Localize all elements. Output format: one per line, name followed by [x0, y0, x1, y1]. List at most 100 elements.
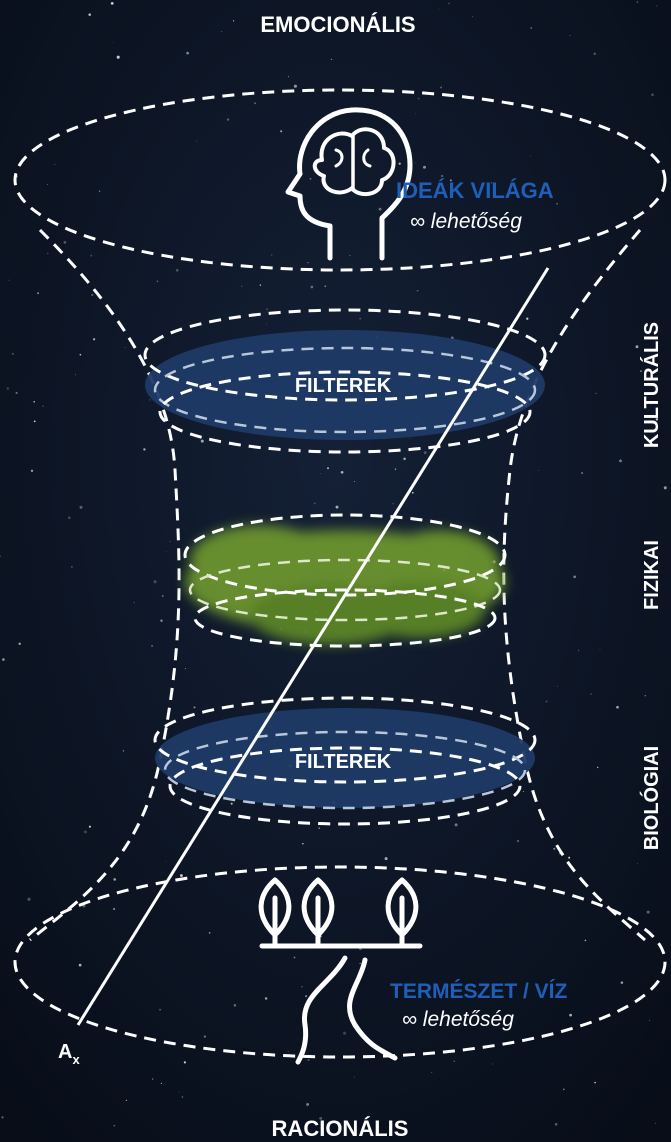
bottom-disc-ellipse: [13, 865, 667, 1059]
star: [6, 387, 10, 390]
star: [33, 401, 35, 403]
label-emocionalis: EMOCIONÁLIS: [260, 12, 415, 37]
star: [340, 470, 344, 474]
star: [42, 405, 44, 407]
star: [545, 700, 548, 703]
star: [306, 1102, 310, 1106]
star: [193, 706, 196, 709]
star: [71, 566, 73, 568]
star: [230, 802, 233, 805]
star: [522, 790, 524, 793]
star: [415, 162, 417, 164]
star: [431, 1072, 433, 1073]
river-line-2: [347, 957, 398, 1061]
star: [440, 174, 444, 178]
star: [241, 285, 243, 287]
star: [112, 42, 114, 44]
star: [342, 1031, 347, 1035]
star: [569, 35, 571, 36]
star: [113, 1124, 116, 1127]
star: [307, 1058, 310, 1062]
star: [359, 317, 361, 320]
star: [179, 874, 183, 877]
star: [651, 93, 654, 97]
bottom-disc-title: TERMÉSZET / VÍZ: [390, 980, 568, 1003]
star: [573, 575, 577, 579]
top-disc-subtitle: ∞ lehetőség: [410, 210, 522, 233]
star: [232, 20, 235, 22]
star: [54, 163, 56, 165]
star: [454, 823, 458, 827]
star: [620, 981, 624, 984]
star: [175, 269, 179, 272]
lower-filter-ring-mid: [163, 730, 527, 810]
lower-filter-ring-top: [153, 696, 537, 784]
star: [663, 486, 667, 490]
bottom-disc-subtitle: ∞ lehetőség: [402, 1008, 514, 1031]
green-ring-bottom: [193, 588, 497, 648]
star: [384, 857, 388, 861]
star: [398, 162, 401, 165]
lower-filter-layer: FILTEREK: [153, 696, 537, 826]
star: [569, 1013, 572, 1017]
star: [529, 155, 532, 157]
river-line-1: [295, 955, 348, 1065]
star: [320, 473, 322, 474]
star: [208, 932, 211, 934]
star: [640, 370, 642, 372]
physical-green-layer: [183, 513, 507, 648]
star: [581, 472, 583, 474]
star: [149, 399, 151, 401]
star: [75, 374, 77, 376]
star: [335, 505, 339, 509]
star: [562, 1088, 565, 1091]
star: [371, 26, 373, 29]
star: [577, 649, 580, 652]
funnel-left-edge: [29, 228, 181, 942]
star: [301, 985, 303, 988]
star: [440, 997, 442, 999]
star: [110, 2, 114, 5]
star: [590, 693, 592, 695]
star: [1, 1116, 4, 1119]
star: [359, 962, 361, 965]
star: [196, 140, 198, 142]
star: [79, 353, 82, 356]
star: [203, 1035, 206, 1038]
funnel-right-edge: [502, 229, 646, 942]
star: [264, 997, 268, 1000]
star: [637, 863, 639, 864]
star: [221, 31, 223, 32]
star: [8, 279, 10, 281]
star: [530, 27, 533, 29]
star: [0, 555, 1, 558]
star: [415, 113, 417, 115]
star: [594, 1081, 596, 1084]
star: [68, 516, 71, 520]
star: [305, 995, 308, 998]
axis-label-main: A: [58, 1041, 72, 1063]
star: [184, 668, 186, 669]
star: [143, 448, 146, 451]
star: [616, 705, 619, 709]
star: [568, 856, 571, 859]
star: [83, 830, 87, 834]
star: [166, 551, 167, 552]
star: [472, 16, 474, 18]
star: [411, 491, 414, 494]
label-biologiai: BIOLÓGIAI: [639, 746, 663, 850]
star: [655, 418, 659, 421]
star: [307, 262, 309, 264]
star: [353, 480, 355, 482]
label-racionalis: RACIONÁLIS: [272, 1116, 409, 1141]
star: [644, 694, 647, 697]
star: [88, 825, 91, 828]
star: [125, 1099, 128, 1101]
star: [440, 86, 443, 89]
star: [449, 179, 452, 182]
star: [327, 467, 329, 470]
star: [417, 97, 420, 100]
star: [151, 1078, 154, 1080]
star: [392, 503, 394, 505]
